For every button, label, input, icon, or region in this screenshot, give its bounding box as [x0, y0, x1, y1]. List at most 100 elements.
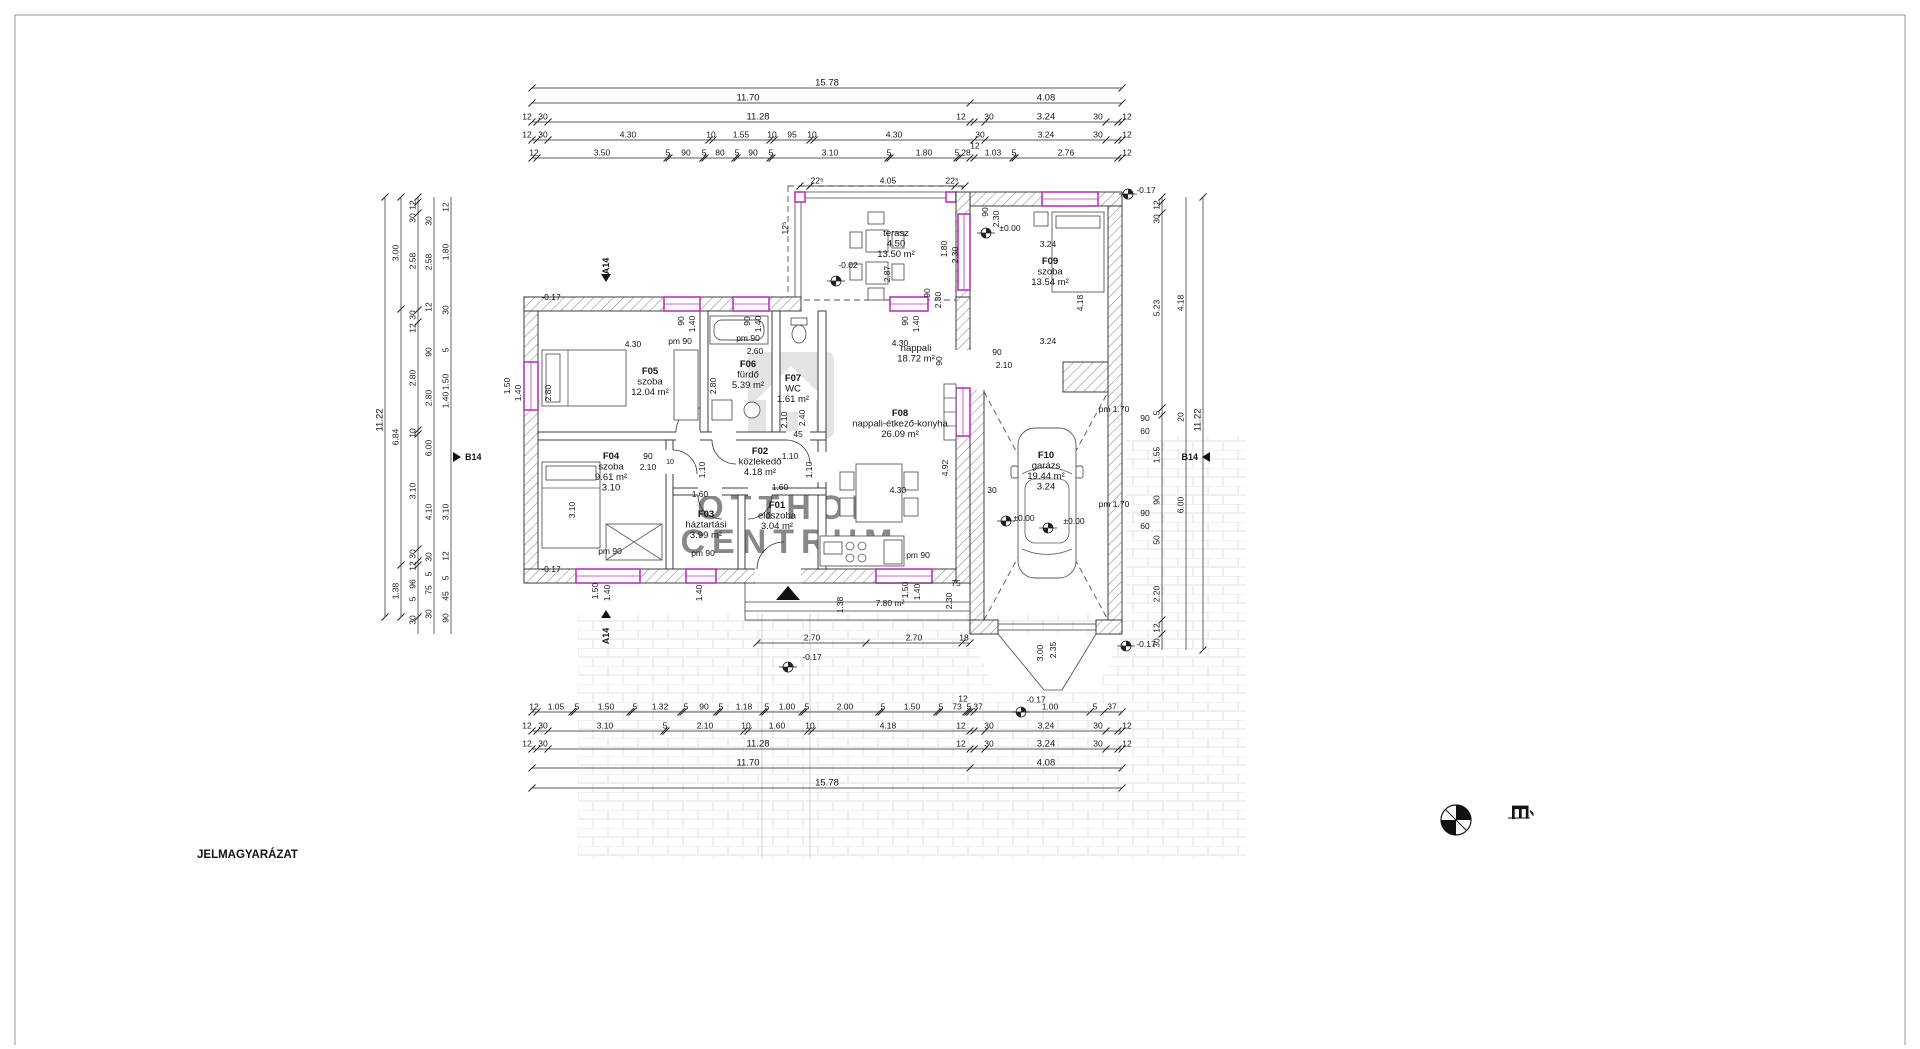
dimension-tick: [1114, 154, 1122, 162]
dimension-tick: [961, 182, 969, 190]
bed: [541, 461, 601, 549]
dimension-tick: [665, 154, 673, 162]
dimension-tick: [933, 708, 941, 716]
dimension-tick: [768, 154, 776, 162]
kitchen-sink: [823, 541, 843, 555]
annotation-label: 1.50: [502, 377, 512, 394]
dimension-label: 90: [1152, 495, 1162, 505]
dimension-tick: [808, 727, 816, 735]
dimension-label: 73: [952, 702, 962, 712]
annotation-label: 3.10: [567, 501, 577, 518]
room-label: 19.44 m²: [1027, 471, 1065, 482]
annotation-label: 2.35: [1048, 641, 1058, 658]
annotation-label: pm 90: [691, 548, 715, 558]
annotation-label: 1.50: [590, 582, 600, 599]
dimension-label: 12: [956, 721, 966, 731]
dimension-tick: [981, 745, 989, 753]
dimension-label: 15.78: [815, 78, 839, 89]
annotation-label: 1.40: [911, 315, 921, 332]
dimension-label: 5: [408, 596, 418, 601]
dimension-label: 96: [408, 579, 418, 589]
partition: [737, 494, 746, 570]
paving-area: [578, 436, 1246, 858]
dimension-tick: [570, 708, 578, 716]
annotation-label: 90: [992, 347, 1002, 357]
dimension-label: 5: [939, 702, 944, 712]
annotation-label: 2.10: [996, 360, 1013, 370]
dimension-tick: [1118, 99, 1126, 107]
annotation-label: 2.80: [708, 377, 718, 394]
chair: [891, 263, 905, 281]
dimension-tick: [1158, 198, 1166, 206]
terrace-furniture: [849, 211, 905, 301]
dimension-tick: [528, 84, 536, 92]
dimension-tick: [970, 708, 978, 716]
dimension-label: 12: [522, 721, 532, 731]
dimension-label: 12: [956, 739, 966, 749]
annotation-label: 1.40: [912, 583, 922, 600]
room-label: 3.24: [1037, 482, 1056, 493]
dimension-tick: [958, 639, 966, 647]
dimension-label: 4.05: [880, 176, 897, 186]
dimension-tick: [381, 193, 389, 201]
annotation-label: pm 1.70: [1099, 404, 1130, 414]
dimension-tick: [1009, 154, 1017, 162]
room-label: 3.99 m²: [690, 530, 722, 541]
dimension-tick: [699, 154, 707, 162]
room-label: garázs: [1032, 461, 1061, 472]
dimension-tick: [1199, 646, 1207, 654]
dimension-tick: [397, 561, 405, 569]
dimension-label: 5: [1012, 148, 1017, 158]
annotation-label: 3.24: [1040, 239, 1057, 249]
dimension-label: 12: [529, 702, 539, 712]
dimension-tick: [970, 136, 978, 144]
dimension-tick: [709, 136, 717, 144]
dimension-tick: [414, 561, 422, 569]
annotation-label: 2.30: [933, 291, 943, 308]
dimension-label: 30: [1093, 739, 1103, 749]
dimension-label: 12: [1122, 739, 1132, 749]
dimension-tick: [528, 99, 536, 107]
annotation-label: 1.10: [804, 461, 814, 478]
room-label: F03: [698, 509, 714, 520]
chair: [867, 287, 885, 301]
annotation-label: pm 90: [736, 333, 760, 343]
room-label: szoba: [1037, 267, 1063, 278]
partition: [699, 310, 709, 433]
dimension-label: 4.18: [1176, 294, 1186, 311]
dimension-label: 1.50: [441, 373, 451, 390]
dimension-tick: [528, 784, 536, 792]
fridge: [883, 539, 903, 565]
dimension-tick: [966, 708, 974, 716]
furniture: [541, 211, 1105, 567]
chair: [903, 471, 919, 491]
dimension-tick: [1100, 708, 1108, 716]
dimension-label: 2.10: [697, 721, 714, 731]
chair: [867, 211, 885, 225]
door-arc: [697, 494, 723, 520]
dimension-label: 30: [441, 305, 451, 315]
dimension-label: 12: [970, 141, 980, 151]
room-label: 4.50: [887, 239, 906, 250]
dimension-label: 12: [956, 112, 966, 122]
dimension-label: 5: [684, 702, 689, 712]
annotation-label: 1.60: [772, 482, 789, 492]
dimension-label: 6.00: [424, 439, 434, 456]
dimension-tick: [970, 154, 978, 162]
annotation-label: 1.38: [835, 596, 845, 613]
driveway: [970, 633, 1122, 692]
entrance-marker: [776, 586, 800, 600]
room-label: 18.72 m²: [897, 354, 935, 365]
dimension-label: 5: [702, 148, 707, 158]
dimension-label: 5: [424, 571, 434, 576]
dimension-tick: [414, 430, 422, 438]
garage-door-swing: [983, 391, 1109, 621]
dimension-tick: [397, 613, 405, 621]
door-openings: [665, 350, 985, 584]
dimension-label: 6.00: [1176, 496, 1186, 513]
nightstand: [1033, 211, 1049, 227]
dimension-label: 30: [538, 112, 548, 122]
annotation-label: 2.30: [944, 592, 954, 609]
stove-burner: [845, 553, 855, 563]
dimension-label: 3.10: [597, 721, 614, 731]
